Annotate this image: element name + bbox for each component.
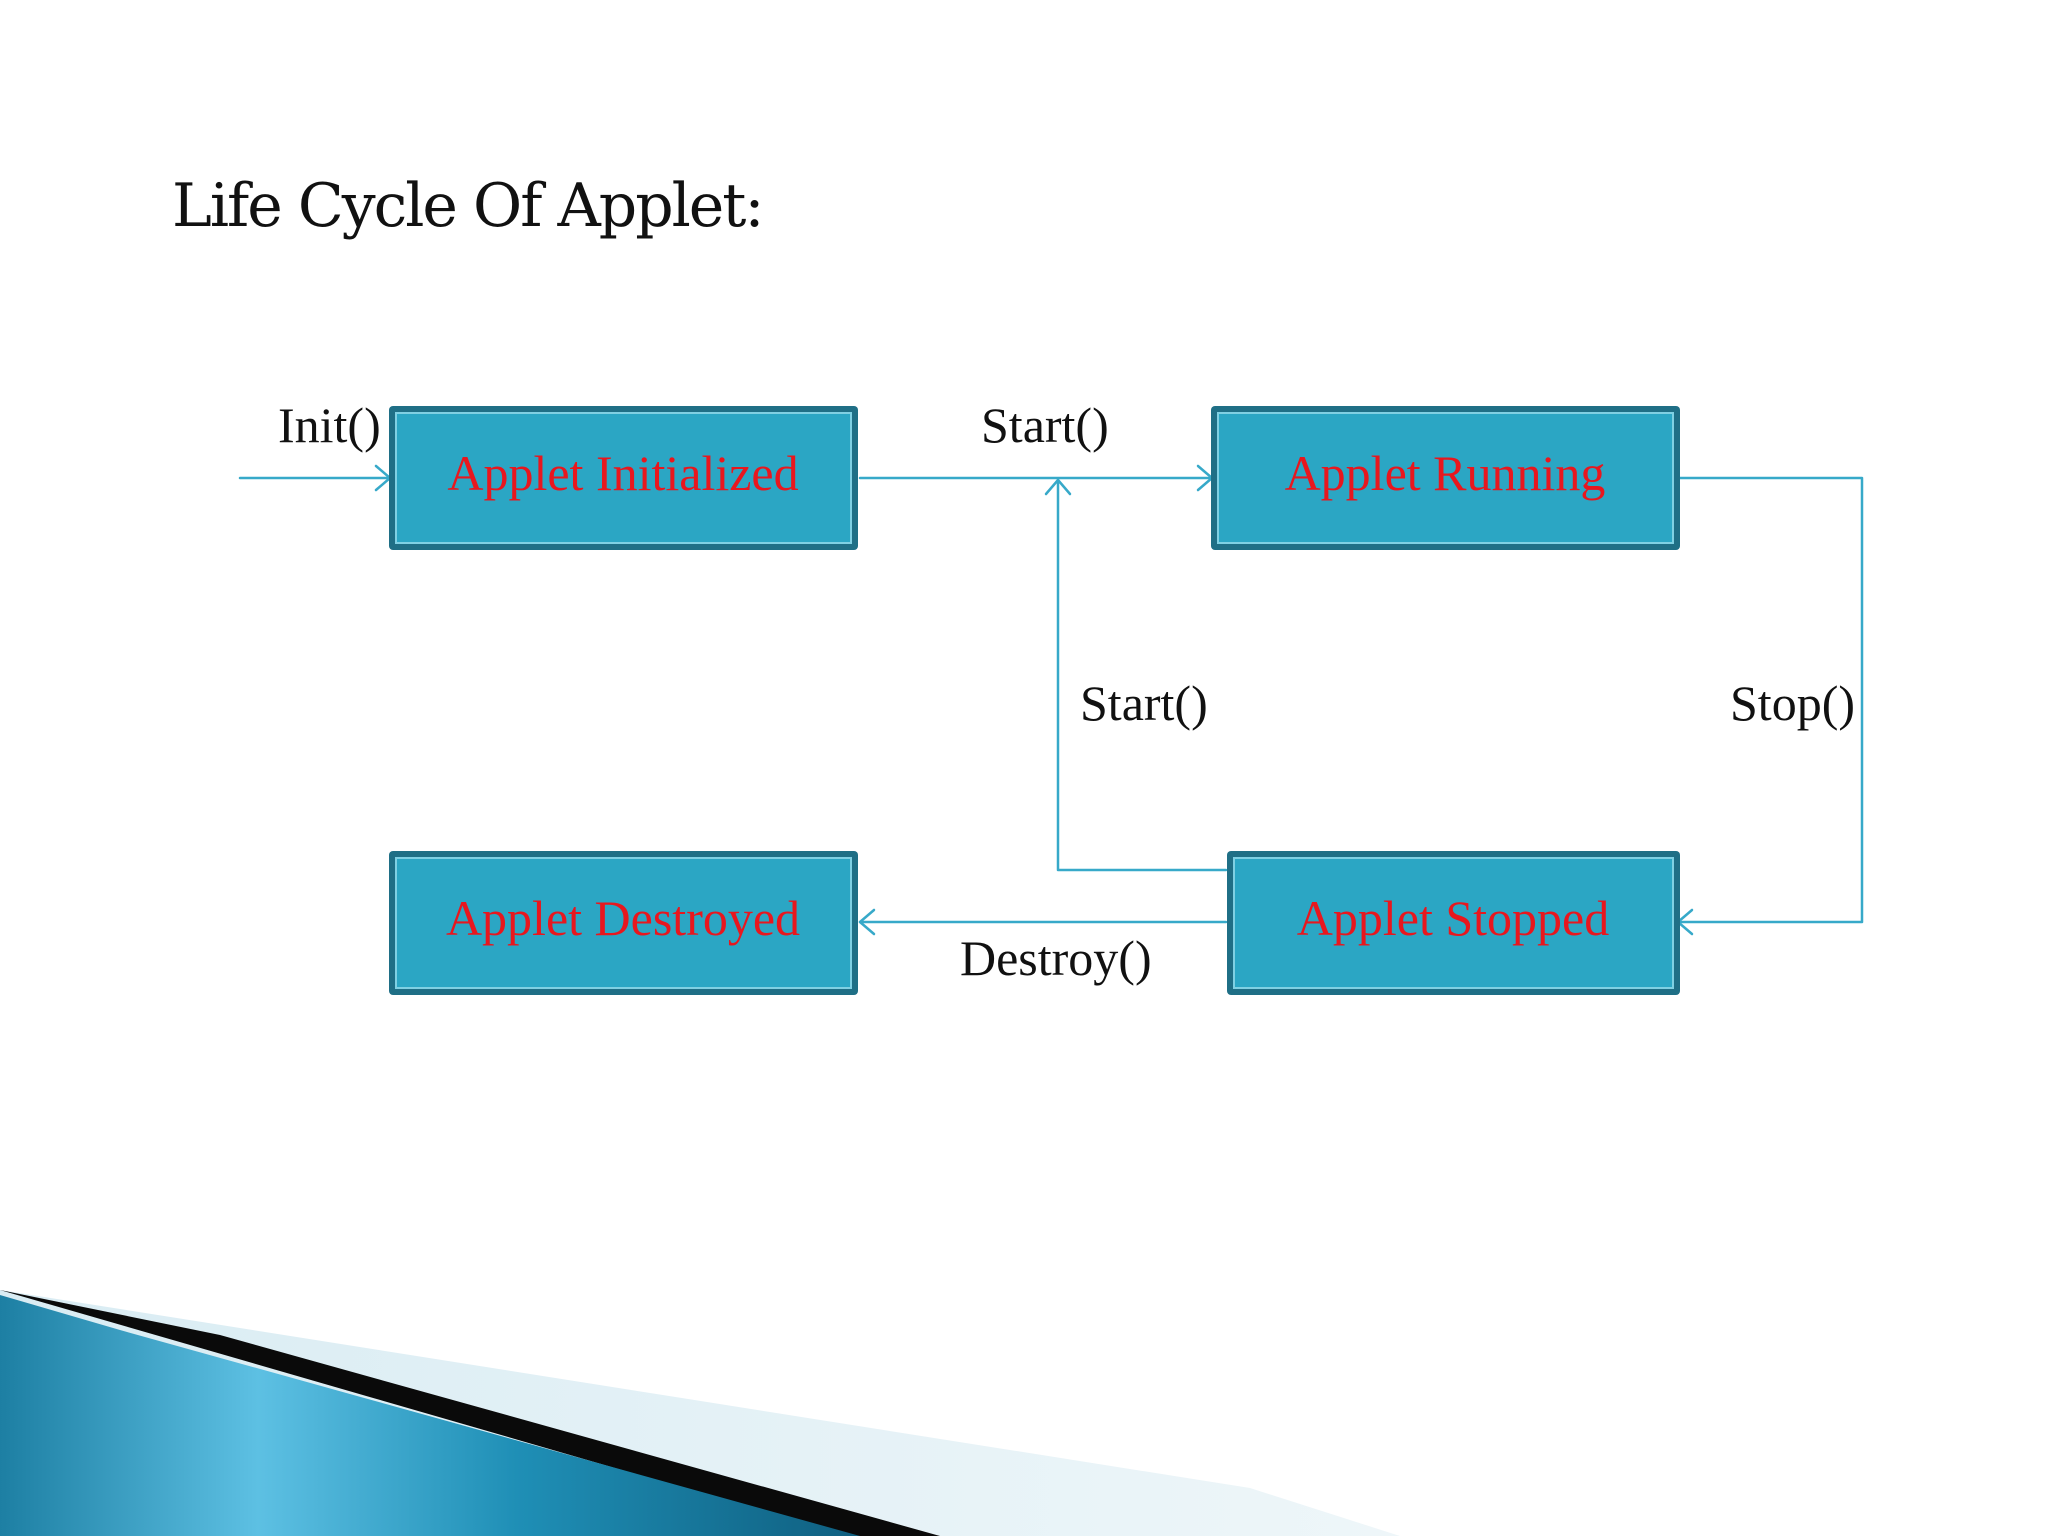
node-applet-destroyed: Applet Destroyed [389, 851, 858, 995]
node-label-destroyed: Applet Destroyed [446, 890, 800, 946]
edge-label-start-top: Start() [981, 397, 1109, 453]
node-applet-stopped: Applet Stopped [1227, 851, 1680, 995]
node-label-running: Applet Running [1285, 445, 1606, 501]
stop-connector [1676, 476, 1864, 924]
node-label-initialized: Applet Initialized [447, 445, 798, 501]
edge-label-start-loop: Start() [1080, 675, 1208, 731]
edge-label-stop: Stop() [1730, 675, 1855, 731]
start-loop-arrowhead [1044, 478, 1072, 496]
start-loop-connector [1056, 478, 1228, 872]
edge-label-destroy: Destroy() [960, 930, 1152, 986]
node-applet-initialized: Applet Initialized [389, 406, 858, 550]
slide-title: Life Cycle Of Applet: [172, 171, 765, 241]
edge-label-init: Init() [278, 397, 381, 453]
node-applet-running: Applet Running [1211, 406, 1680, 550]
destroy-arrowhead [858, 908, 876, 936]
node-label-stopped: Applet Stopped [1297, 890, 1609, 946]
